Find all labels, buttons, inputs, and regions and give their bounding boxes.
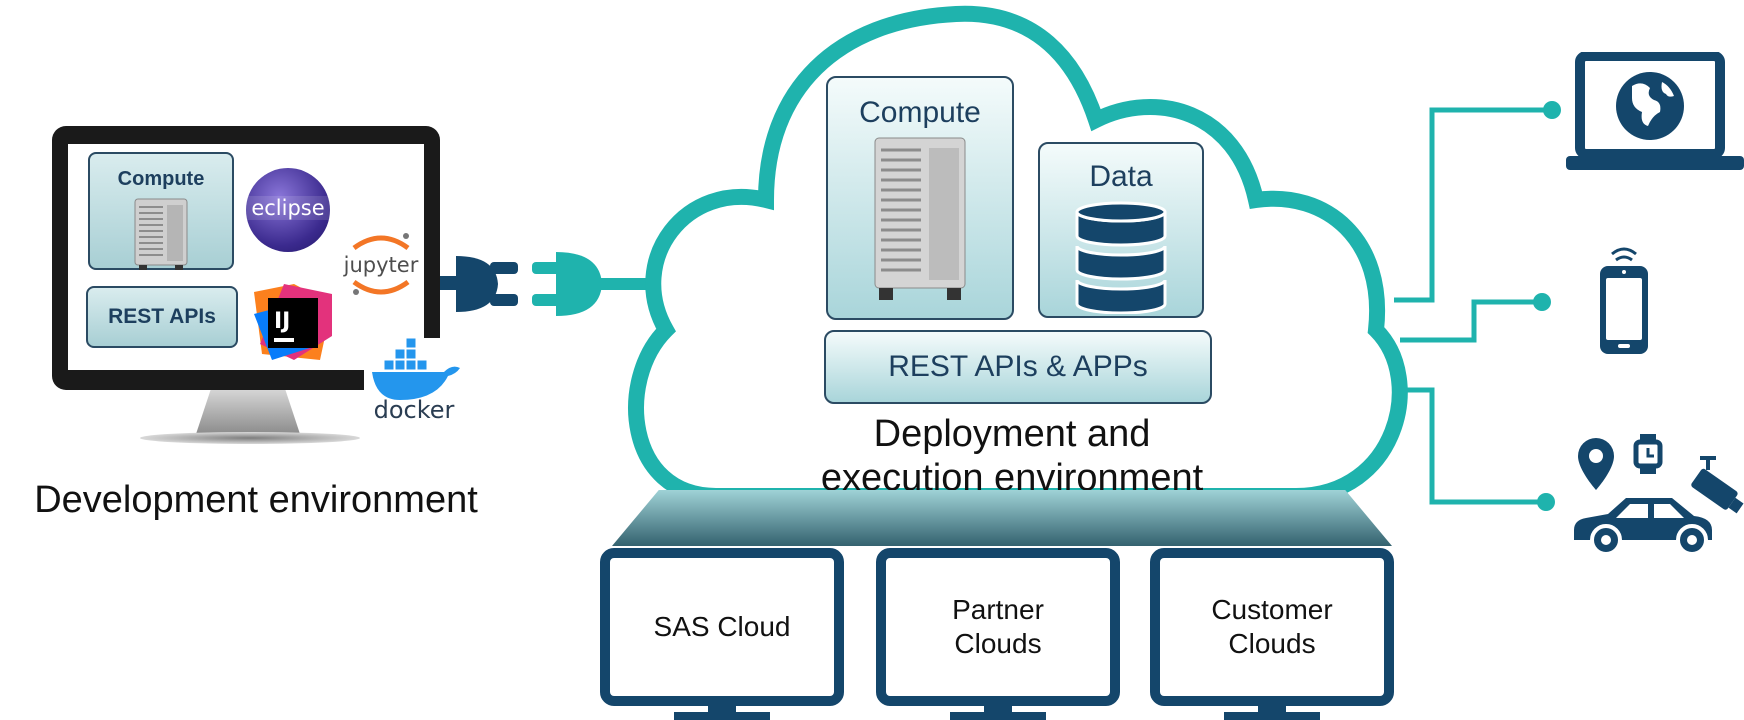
screen-stand [708,706,736,712]
customer-clouds-screen: Customer Clouds [1150,548,1394,706]
dev-rest-apis-box: REST APIs [86,286,238,348]
cloud-platform-base [612,490,1392,546]
cloud-rest-label: REST APIs & APPs [888,350,1148,383]
eclipse-logo-icon: eclipse [246,168,330,252]
dev-rest-label: REST APIs [108,305,216,328]
plug-connector-icon [440,252,650,316]
server-icon [134,198,188,270]
dev-compute-box: Compute [88,152,234,270]
partner-clouds-screen: Partner Clouds [876,548,1120,706]
database-icon [1075,201,1167,315]
jupyter-logo-icon: jupyter [343,233,419,295]
cloud-data-label: Data [1089,160,1153,193]
cloud-data-box: Data [1038,142,1204,318]
smartphone-icon [1600,247,1648,354]
intellij-logo-text: IJ [274,309,290,334]
monitor-stand-base [140,432,360,444]
sas-cloud-screen: SAS Cloud [600,548,844,706]
development-environment-caption: Development environment [34,479,478,521]
cloud-compute-box: Compute [826,76,1014,320]
screen-stand-base [950,712,1046,720]
screen-stand [1258,706,1286,712]
screen-stand [984,706,1012,712]
monitor-stand [196,390,300,434]
screen-stand-base [674,712,770,720]
cloud-compute-label: Compute [859,96,981,129]
globe-laptop-icon [1566,52,1744,170]
jupyter-logo-text: jupyter [343,253,419,277]
docker-logo-icon: docker [364,337,464,424]
iot-devices-icon [1574,434,1744,556]
cloud-rest-apis-box: REST APIs & APPs [824,330,1212,404]
intellij-logo-icon: IJ [254,284,332,360]
server-tower-icon [874,137,966,300]
docker-logo-text: docker [374,396,455,420]
dev-compute-label: Compute [117,168,205,190]
screen-stand-base [1224,712,1320,720]
